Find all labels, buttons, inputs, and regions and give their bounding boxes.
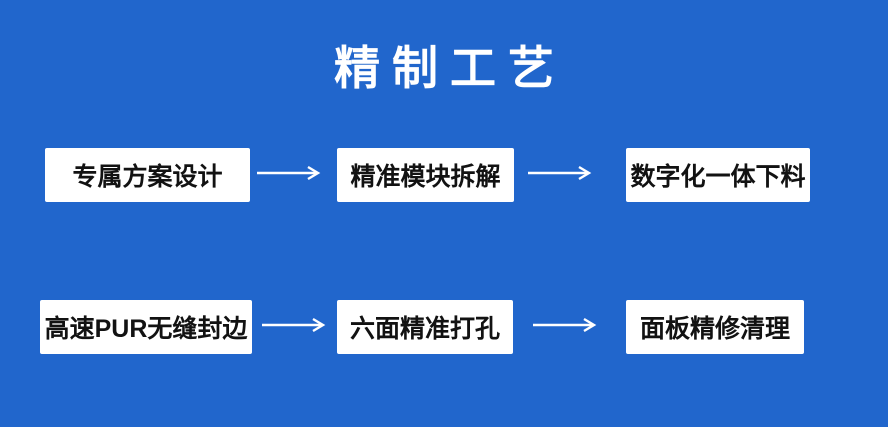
step-box-highspeed-pur-edge-banding: 高速PUR无缝封边 (40, 300, 252, 354)
step-box-panel-fine-trim-cleaning: 面板精修清理 (626, 300, 804, 354)
right-arrow-icon (261, 317, 327, 333)
right-arrow-icon (532, 317, 598, 333)
step-box-precise-module-disassembly: 精准模块拆解 (337, 148, 514, 202)
page-title: 精制工艺 (334, 42, 566, 94)
step-box-exclusive-plan-design: 专属方案设计 (45, 148, 250, 202)
step-box-digital-integrated-cutting: 数字化一体下料 (626, 148, 810, 202)
right-arrow-icon (527, 165, 593, 181)
right-arrow-icon (256, 165, 322, 181)
step-box-six-sided-precise-drilling: 六面精准打孔 (337, 300, 513, 354)
